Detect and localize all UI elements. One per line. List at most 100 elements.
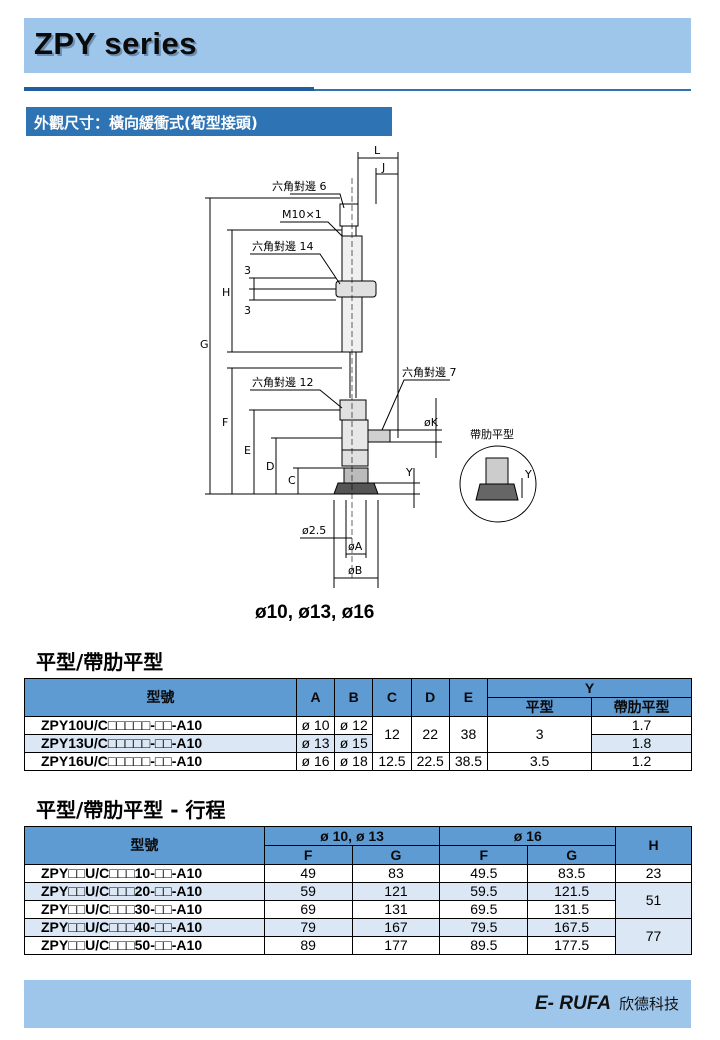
label-C: C xyxy=(288,474,296,487)
cell-model: ZPY10U/C□□□□□-□□-A10 xyxy=(24,716,297,735)
m10-thread xyxy=(341,225,357,237)
label-m10: M10×1 xyxy=(282,208,322,221)
table-row: ZPY□□U/C□□□50-□□-A10 89 177 89.5 177.5 xyxy=(24,936,692,955)
cell-E: 38.5 xyxy=(448,752,489,771)
table1-title: 平型/帶肋平型 xyxy=(36,650,164,674)
cell-F2: 49.5 xyxy=(439,864,529,883)
label-Y: Y xyxy=(405,466,413,479)
th-model: 型號 xyxy=(24,678,297,717)
cell-A: ø 16 xyxy=(295,752,336,771)
hex6-nut xyxy=(339,203,359,227)
cell-B: ø 18 xyxy=(334,752,374,771)
label-J: J xyxy=(381,161,385,174)
cell-F1: 79 xyxy=(263,918,353,937)
table-row: ZPY□□U/C□□□10-□□-A10 49 83 49.5 83.5 23 xyxy=(24,864,692,883)
table-row: ZPY□□U/C□□□30-□□-A10 69 131 69.5 131.5 xyxy=(24,900,692,919)
th-Y-flat: 平型 xyxy=(487,697,593,717)
label-H: H xyxy=(222,286,230,299)
suction-pad xyxy=(333,482,379,495)
cell-F1: 49 xyxy=(263,864,353,883)
company-name: 欣德科技 xyxy=(618,995,679,1013)
cell-H: 77 xyxy=(615,918,692,955)
cell-G2: 131.5 xyxy=(527,900,617,919)
table2-title: 平型/帶肋平型 - 行程 xyxy=(36,798,226,822)
cell-E: 38 xyxy=(448,716,489,753)
label-three2: 3 xyxy=(244,304,251,317)
label-hex12: 六角對邊 12 xyxy=(252,375,314,389)
cell-B: ø 15 xyxy=(334,734,374,753)
label-d25: ø2.5 xyxy=(302,524,326,537)
th-B: B xyxy=(334,678,374,717)
cell-C: 12.5 xyxy=(372,752,412,771)
cell-F2: 89.5 xyxy=(439,936,529,955)
label-G: G xyxy=(200,338,209,351)
cell-H: 51 xyxy=(615,882,692,919)
cell-F2: 59.5 xyxy=(439,882,529,901)
cell-B: ø 12 xyxy=(334,716,374,735)
th-model: 型號 xyxy=(24,826,265,865)
table-row: ZPY16U/C□□□□□-□□-A10 ø 16 ø 18 12.5 22.5… xyxy=(24,752,692,771)
cell-G1: 167 xyxy=(351,918,441,937)
label-Y-detail: Y xyxy=(524,468,532,481)
th-G: G xyxy=(527,845,617,865)
th-group-small: ø 10, ø 13 xyxy=(263,826,441,846)
label-three1: 3 xyxy=(244,264,251,277)
hex12-upper xyxy=(339,399,367,421)
dimension-drawing: 六角對邊 6 M10×1 六角對邊 14 六角對邊 12 六角對邊 7 帶肋平型… xyxy=(200,144,537,588)
label-rib: 帶肋平型 xyxy=(470,427,514,441)
th-C: C xyxy=(372,678,412,717)
cell-F2: 69.5 xyxy=(439,900,529,919)
cell-model: ZPY13U/C□□□□□-□□-A10 xyxy=(24,734,297,753)
th-E: E xyxy=(448,678,489,717)
label-F: F xyxy=(222,416,228,429)
barb-fitting xyxy=(367,429,391,443)
stroke-table: 型號 ø 10, ø 13 ø 16 H F G F G ZPY□□U/C□□□… xyxy=(24,826,692,955)
label-B: øB xyxy=(348,564,362,577)
cell-D: 22 xyxy=(410,716,450,753)
cell-G1: 121 xyxy=(351,882,441,901)
cell-Y-rib: 1.7 xyxy=(591,716,692,735)
th-F: F xyxy=(263,845,353,865)
th-F: F xyxy=(439,845,529,865)
cell-G2: 177.5 xyxy=(527,936,617,955)
table-row: ZPY□□U/C□□□20-□□-A10 59 121 59.5 121.5 5… xyxy=(24,882,692,919)
label-E: E xyxy=(244,444,251,457)
cell-H: 23 xyxy=(615,864,692,883)
joint-block xyxy=(341,419,369,451)
cell-model: ZPY□□U/C□□□30-□□-A10 xyxy=(24,900,265,919)
cell-F1: 69 xyxy=(263,900,353,919)
section-label-text: 外觀尺寸：橫向緩衝式(筍型接頭) xyxy=(34,114,258,132)
label-D: D xyxy=(266,460,274,473)
th-Y-rib: 帶肋平型 xyxy=(591,697,692,717)
header-divider xyxy=(24,89,691,91)
cell-model: ZPY□□U/C□□□20-□□-A10 xyxy=(24,882,265,901)
label-hex7: 六角對邊 7 xyxy=(402,365,457,379)
cell-model: ZPY16U/C□□□□□-□□-A10 xyxy=(24,752,297,771)
cell-F1: 89 xyxy=(263,936,353,955)
cell-G1: 131 xyxy=(351,900,441,919)
cell-F1: 59 xyxy=(263,882,353,901)
cell-G2: 121.5 xyxy=(527,882,617,901)
cell-A: ø 13 xyxy=(295,734,336,753)
th-H: H xyxy=(615,826,692,865)
th-group-large: ø 16 xyxy=(439,826,617,846)
label-K: øK xyxy=(424,416,439,429)
page-header: ZPY series xyxy=(24,18,691,73)
hex12-lower xyxy=(341,449,369,467)
size-options: ø10, ø13, ø16 xyxy=(255,602,375,623)
cell-model: ZPY□□U/C□□□50-□□-A10 xyxy=(24,936,265,955)
cell-G1: 83 xyxy=(351,864,441,883)
hex14-nut xyxy=(335,280,377,298)
header-divider-accent xyxy=(24,87,314,91)
cell-C: 12 xyxy=(372,716,412,753)
th-D: D xyxy=(410,678,450,717)
cell-Y-flat: 3.5 xyxy=(487,752,593,771)
cell-G1: 177 xyxy=(351,936,441,955)
section-label: 外觀尺寸：橫向緩衝式(筍型接頭) xyxy=(26,107,392,136)
label-hex14: 六角對邊 14 xyxy=(252,239,314,253)
table-row: ZPY□□U/C□□□40-□□-A10 79 167 79.5 167.5 7… xyxy=(24,918,692,955)
th-Y: Y xyxy=(487,678,692,698)
cell-G2: 167.5 xyxy=(527,918,617,937)
